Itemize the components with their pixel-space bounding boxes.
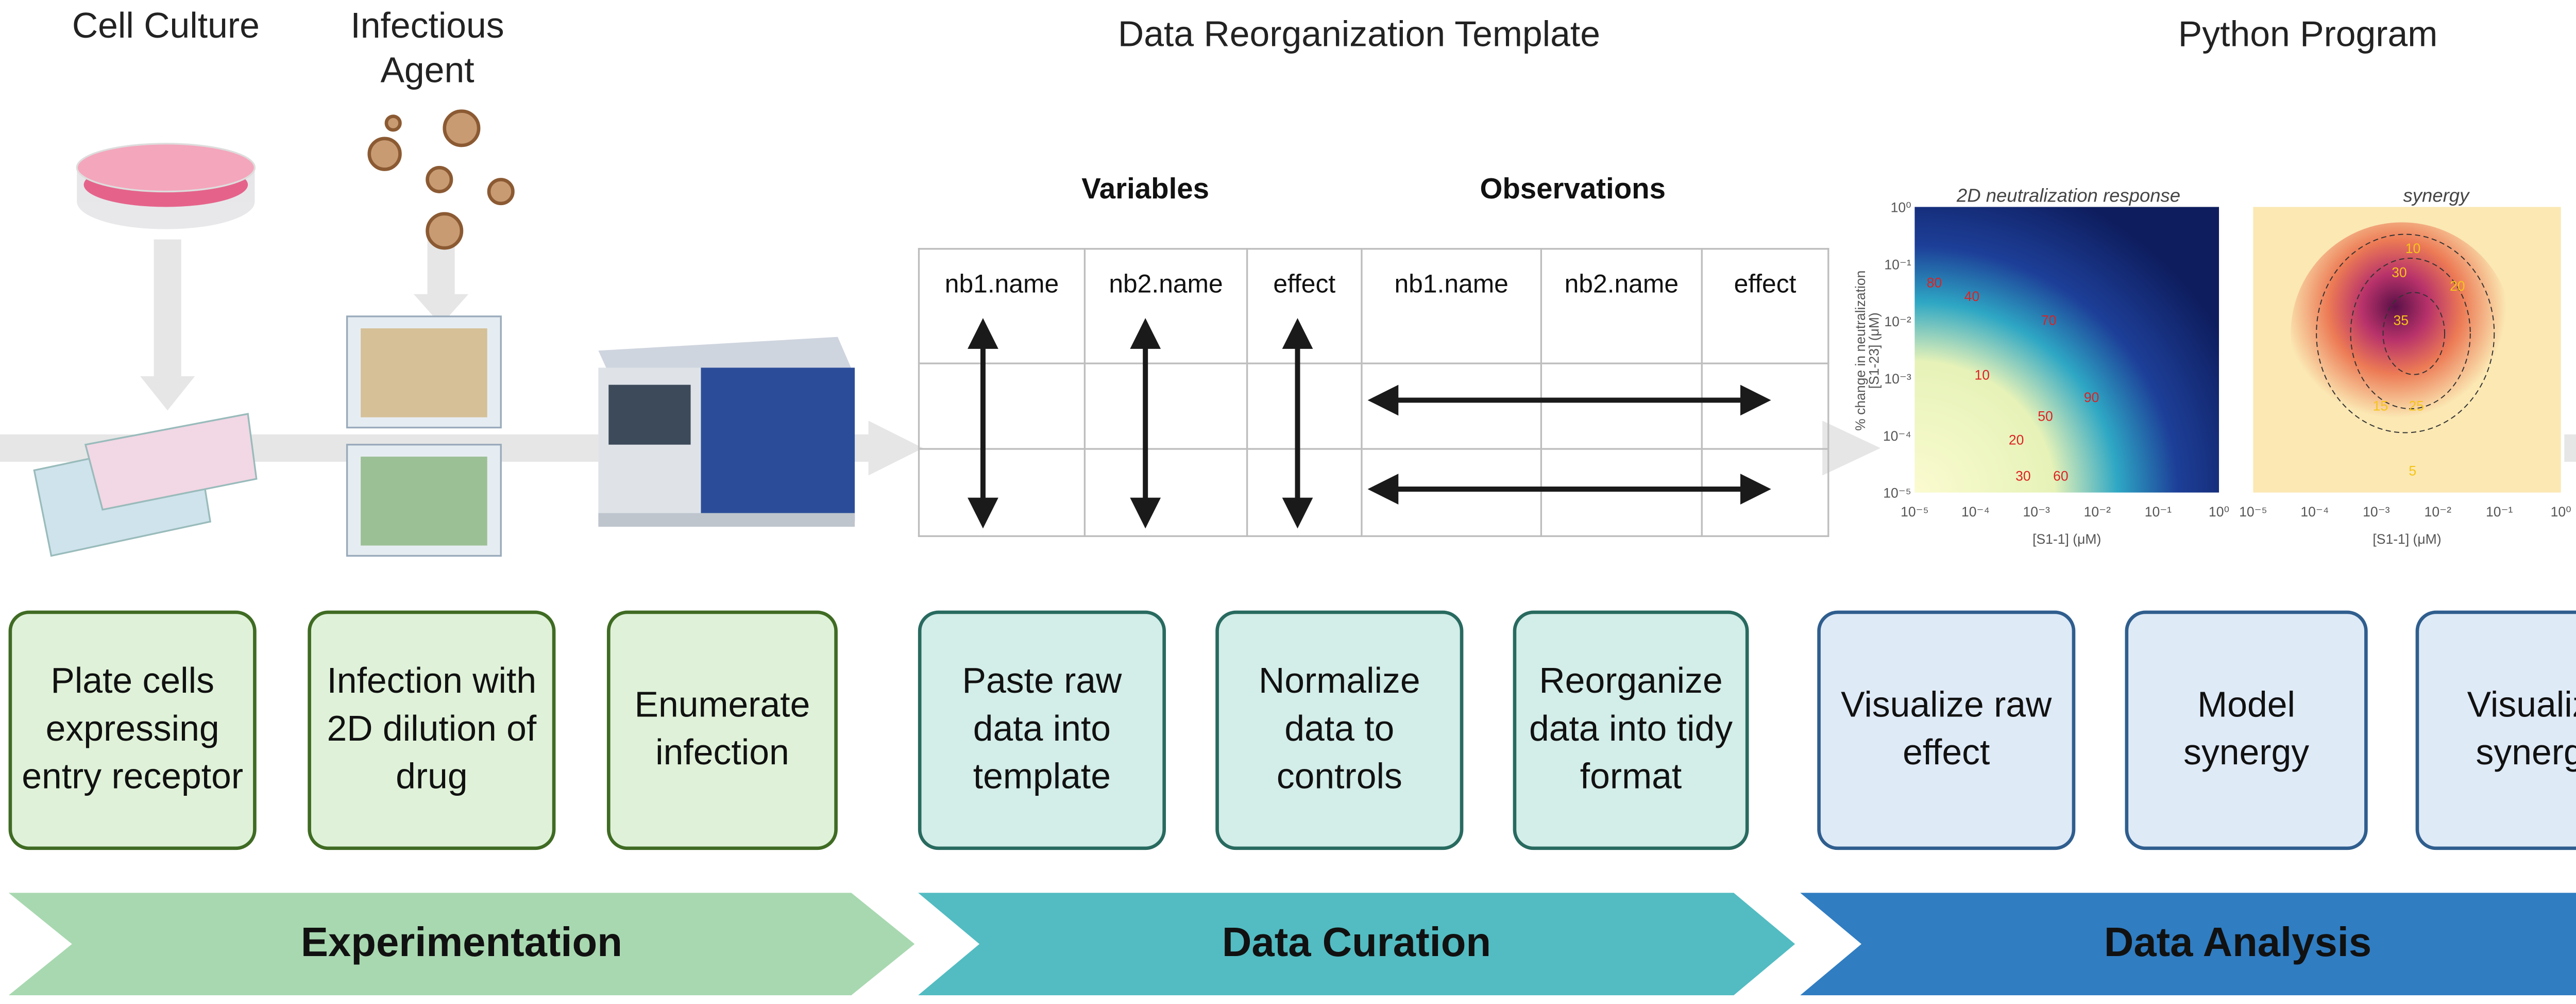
python-program-title: Python Program — [2178, 15, 2438, 55]
column-header: nb2.name — [1083, 248, 1248, 364]
step-visualize-raw: Visualize raw effect — [1817, 610, 2076, 850]
response-heatmap — [1914, 207, 2219, 493]
step-infection: Infection with 2D dilution of drug — [308, 610, 556, 850]
plate-reader-icon — [598, 337, 855, 527]
contour-label: 35 — [2393, 312, 2409, 328]
contour-label: 30 — [2392, 265, 2407, 280]
down-arrowhead — [140, 376, 195, 411]
down-arrowhead — [414, 294, 469, 325]
contour-label: 5 — [2409, 463, 2416, 478]
step-enumerate: Enumerate infection — [606, 610, 838, 850]
y-tick-label: 10⁻² — [1884, 314, 1911, 329]
phase-label: Data Analysis — [2104, 920, 2372, 966]
contour-label: 90 — [2084, 390, 2099, 405]
column-header: nb2.name — [1540, 248, 1703, 364]
contour-label: 30 — [2015, 468, 2031, 483]
observations-label: Observations — [1480, 173, 1666, 206]
contour-label: 60 — [2053, 468, 2069, 483]
response-plot-title: 2D neutralization response — [1956, 185, 2180, 206]
virus-icons — [367, 109, 515, 250]
step-paste-raw: Paste raw data into template — [918, 610, 1166, 850]
step-reorganize: Reorganize data into tidy format — [1513, 610, 1749, 850]
phase-label: Experimentation — [300, 920, 622, 966]
y-tick-label: 10⁰ — [1891, 199, 1911, 215]
contour-label: 10 — [1975, 367, 1990, 383]
x-tick-label: 10⁻² — [2425, 504, 2452, 520]
contour-label: 50 — [2038, 408, 2053, 424]
table-arrows — [968, 318, 1771, 529]
x-tick-label: 10⁻⁵ — [2239, 504, 2267, 520]
flow-arrowhead — [868, 421, 923, 476]
contour-label: 15 — [2373, 398, 2388, 413]
response-ylabel: % change in neutralization — [1855, 271, 1868, 431]
template-title: Data Reorganization Template — [1117, 15, 1601, 55]
contour-label: 80 — [1927, 275, 1942, 290]
column-header: nb1.name — [918, 248, 1086, 364]
x-tick-label: 10⁰ — [2209, 504, 2229, 520]
synergy-heatmap — [2291, 222, 2513, 445]
x-tick-label: 10⁻³ — [2363, 504, 2390, 520]
contour-label: 20 — [2009, 432, 2024, 448]
y-tick-label: 10⁻³ — [1884, 371, 1911, 387]
column-header: effect — [1701, 248, 1829, 364]
response-ylabel2: [S1-23] (μM) — [1867, 312, 1882, 389]
x-tick-label: 10⁻⁴ — [1961, 504, 1990, 520]
y-tick-label: 10⁻¹ — [1884, 257, 1911, 272]
x-tick-label: 10⁻² — [2084, 504, 2111, 520]
petri-dish-icon — [76, 143, 256, 229]
phase-data-analysis: Data Analysis — [1800, 893, 2576, 996]
variables-label: Variables — [1081, 173, 1210, 206]
response-xlabel: [S1-1] (μM) — [2032, 531, 2101, 547]
y-tick-label: 10⁻⁴ — [1883, 428, 1911, 444]
cell-culture-title: Cell Culture — [72, 7, 260, 46]
flow-arrowhead — [1822, 421, 1881, 476]
analysis-plots: 2D neutralization response synergy 10 20 3… — [1855, 185, 2571, 547]
column-header: nb1.name — [1361, 248, 1543, 364]
phase-label: Data Curation — [1222, 920, 1492, 966]
synergy-xlabel: [S1-1] (μM) — [2372, 531, 2441, 547]
x-tick-label: 10⁻⁵ — [1901, 504, 1929, 520]
synergy-plot-title: synergy — [2403, 185, 2471, 206]
step-normalize: Normalize data to controls — [1215, 610, 1464, 850]
x-tick-label: 10⁻³ — [2023, 504, 2050, 520]
x-tick-label: 10⁰ — [2551, 504, 2571, 520]
down-arrow-shaft — [154, 239, 181, 385]
contour-label: 25 — [2409, 398, 2424, 413]
well-plate-icons — [33, 315, 502, 557]
infectious-agent-title: Infectious Agent — [350, 7, 504, 91]
step-visualize-synergy: Visualize synergy — [2415, 610, 2576, 850]
x-tick-label: 10⁻⁴ — [2300, 504, 2329, 520]
x-tick-label: 10⁻¹ — [2145, 504, 2172, 520]
contour-label: 10 — [2405, 241, 2421, 256]
y-tick-label: 10⁻⁵ — [1883, 486, 1911, 501]
phase-data-curation: Data Curation — [918, 893, 1795, 996]
x-tick-label: 10⁻¹ — [2486, 504, 2513, 520]
phase-experimentation: Experimentation — [8, 893, 915, 996]
contour-label: 40 — [1964, 289, 1980, 304]
contour-label: 70 — [2041, 312, 2057, 328]
step-model-synergy: Model synergy — [2125, 610, 2368, 850]
step-plate-cells: Plate cells expressing entry receptor — [8, 610, 257, 850]
contour-label: 20 — [2450, 278, 2465, 294]
data-template-table: nb1.name nb2.name effect nb1.name nb2.na… — [918, 248, 1829, 537]
